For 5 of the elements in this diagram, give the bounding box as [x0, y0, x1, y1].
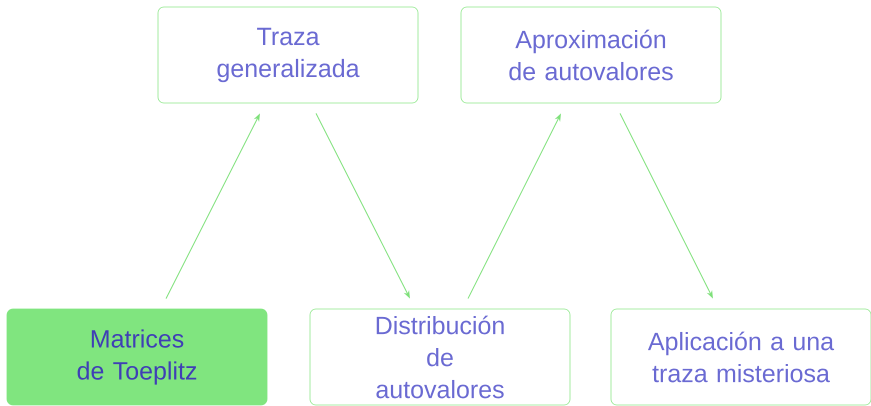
- process-box: Distribución de autovalores: [310, 308, 570, 406]
- highlighted-box: Matrices de Toeplitz: [6, 308, 268, 406]
- process-box: Aplicación a una traza misteriosa: [610, 308, 871, 406]
- process-box: Aproximación de autovalores: [460, 6, 722, 104]
- process-box: Traza generalizada: [158, 6, 418, 104]
